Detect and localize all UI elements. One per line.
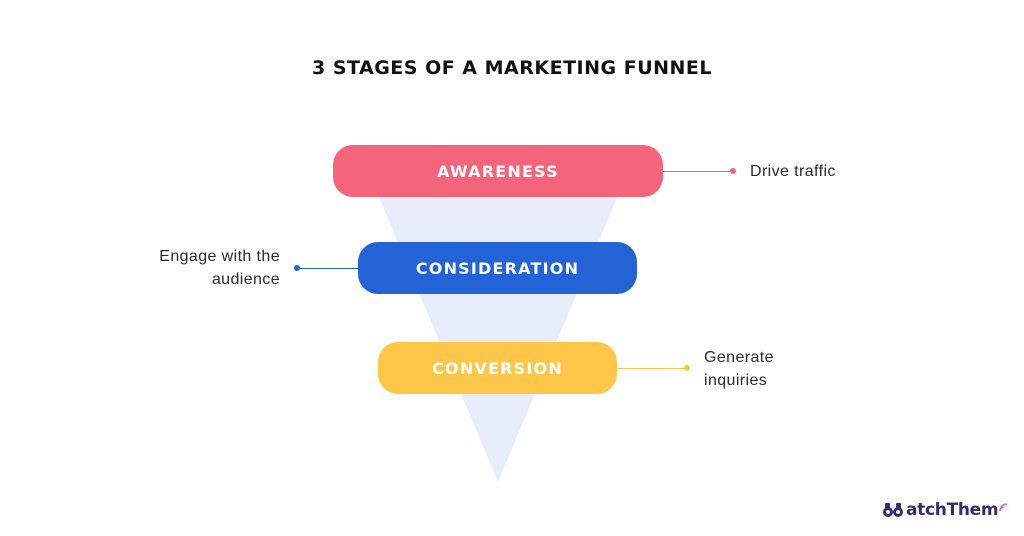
stage-consideration: CONSIDERATION xyxy=(358,242,637,294)
awareness-connector xyxy=(663,171,732,172)
stage-conversion-label: CONVERSION xyxy=(432,358,563,378)
stage-awareness-label: AWARENESS xyxy=(437,161,559,181)
awareness-connector-dot xyxy=(730,168,736,174)
stage-conversion: CONVERSION xyxy=(378,342,617,394)
stage-consideration-label: CONSIDERATION xyxy=(415,258,580,278)
stage-awareness: AWARENESS xyxy=(333,145,663,197)
consideration-note-line-2: audience xyxy=(211,271,280,288)
signal-icon xyxy=(999,502,1008,511)
conversion-note-line-2: inquiries xyxy=(704,372,768,389)
brand-logo: atchThem xyxy=(882,500,1008,520)
funnel-triangle xyxy=(378,195,618,482)
conversion-note: Generate inquiries xyxy=(704,346,774,392)
conversion-connector-dot xyxy=(684,365,690,371)
conversion-connector xyxy=(617,368,686,369)
consideration-note-line-1: Engage with the xyxy=(159,248,280,265)
consideration-connector xyxy=(298,268,358,269)
page-title: 3 STAGES OF A MARKETING FUNNEL xyxy=(311,57,713,79)
awareness-note: Drive traffic xyxy=(750,163,836,180)
binoculars-icon xyxy=(883,503,903,517)
brand-name: atchThem xyxy=(906,500,999,520)
conversion-note-line-1: Generate xyxy=(704,349,774,366)
consideration-connector-dot xyxy=(294,265,300,271)
consideration-note: Engage with the audience xyxy=(130,245,280,291)
